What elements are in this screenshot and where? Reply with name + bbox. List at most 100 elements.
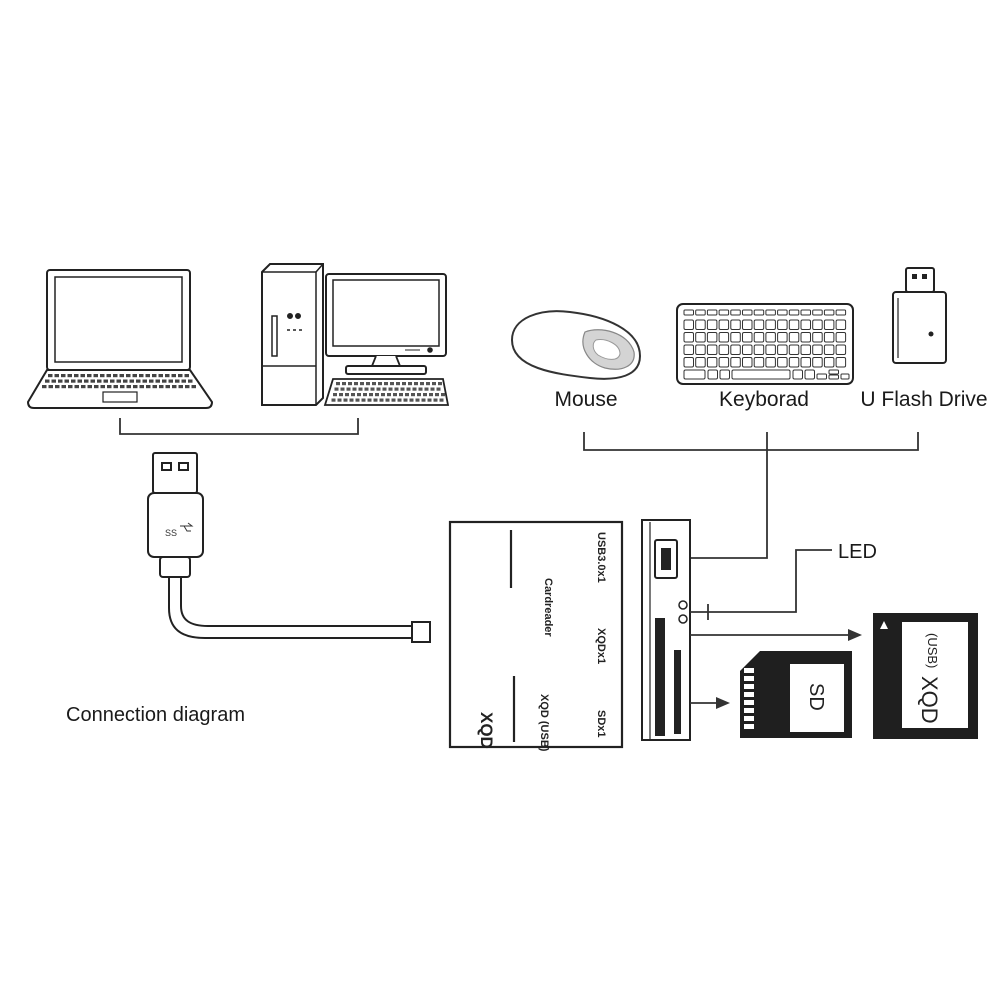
key-shape [403, 398, 408, 402]
laptop-icon [26, 269, 214, 409]
reader-model: XQD (USB) [538, 694, 550, 752]
led-label: LED [838, 541, 877, 563]
card-reader-side-panel [641, 519, 691, 741]
key-shape [718, 332, 730, 343]
key-shape [165, 385, 170, 389]
key-shape [421, 398, 426, 402]
key-shape [367, 398, 372, 402]
key-shape [800, 309, 811, 316]
key-shape [438, 382, 442, 386]
key-shape [788, 309, 800, 316]
key-shape [178, 374, 183, 378]
key-shape [788, 344, 800, 355]
key-shape [375, 393, 379, 397]
key-shape [683, 369, 706, 380]
key-shape [426, 382, 430, 386]
key-shape [61, 385, 66, 389]
key-shape [718, 309, 730, 316]
key-shape [436, 387, 441, 391]
key-shape [706, 309, 718, 316]
flash-drive-icon [892, 267, 947, 364]
key-shape [812, 309, 823, 316]
key-shape [87, 374, 92, 378]
key-shape [382, 387, 387, 391]
key-shape [730, 319, 741, 330]
key-shape [788, 357, 800, 368]
reader-brand: XQD [477, 712, 496, 749]
key-shape [349, 398, 354, 402]
key-shape [414, 382, 418, 386]
key-shape [812, 319, 823, 330]
key-shape [391, 398, 396, 402]
key-shape [765, 309, 776, 316]
key-shape [165, 374, 170, 378]
key-shape [835, 344, 847, 355]
key-shape [777, 319, 788, 330]
key-shape [683, 344, 694, 355]
key-shape [429, 393, 433, 397]
key-shape [42, 385, 47, 389]
key-shape [357, 393, 361, 397]
flash-drive-label: U Flash Drive [860, 388, 987, 411]
key-shape [354, 382, 358, 386]
key-shape [372, 382, 376, 386]
key-shape [142, 379, 147, 383]
key-shape [823, 344, 835, 355]
key-shape [706, 332, 718, 343]
key-shape [184, 374, 189, 378]
key-shape [126, 385, 131, 389]
key-shape [744, 700, 754, 705]
card-reader-body [448, 520, 624, 749]
key-shape [370, 387, 375, 391]
key-shape [185, 385, 190, 389]
key-shape [835, 357, 847, 368]
key-shape [133, 385, 138, 389]
key-shape [420, 382, 424, 386]
key-shape [139, 374, 144, 378]
key-shape [683, 319, 694, 330]
key-shape [113, 374, 118, 378]
key-shape [753, 319, 765, 330]
key-shape [402, 382, 406, 386]
key-shape [800, 332, 811, 343]
key-shape [191, 385, 196, 389]
key-shape [93, 374, 98, 378]
mouse-label: Mouse [554, 388, 617, 411]
key-shape [804, 369, 815, 380]
key-shape [97, 379, 102, 383]
key-shape [45, 379, 50, 383]
key-shape [159, 385, 164, 389]
key-shape [346, 387, 351, 391]
key-shape [390, 382, 394, 386]
key-shape [94, 385, 99, 389]
key-shape [744, 716, 754, 721]
key-shape [730, 357, 741, 368]
key-shape [753, 357, 765, 368]
key-shape [823, 332, 835, 343]
key-shape [695, 319, 706, 330]
usb-logo-text: SS [165, 528, 177, 538]
xqd-arrow [690, 629, 862, 641]
key-shape [840, 373, 850, 380]
key-shape [430, 387, 435, 391]
key-shape [351, 393, 355, 397]
key-shape [342, 382, 346, 386]
key-shape [433, 398, 438, 402]
key-shape [718, 344, 730, 355]
reader-port-xqd: XQDx1 [595, 628, 607, 664]
key-shape [113, 385, 118, 389]
key-shape [162, 379, 167, 383]
key-shape [51, 379, 56, 383]
key-shape [366, 382, 370, 386]
key-shape [812, 344, 823, 355]
key-shape [823, 319, 835, 330]
key-shape [399, 393, 403, 397]
key-shape [337, 398, 342, 402]
key-shape [788, 319, 800, 330]
key-shape [68, 385, 73, 389]
key-shape [823, 357, 835, 368]
led-callout-line [690, 549, 832, 620]
key-shape [777, 357, 788, 368]
